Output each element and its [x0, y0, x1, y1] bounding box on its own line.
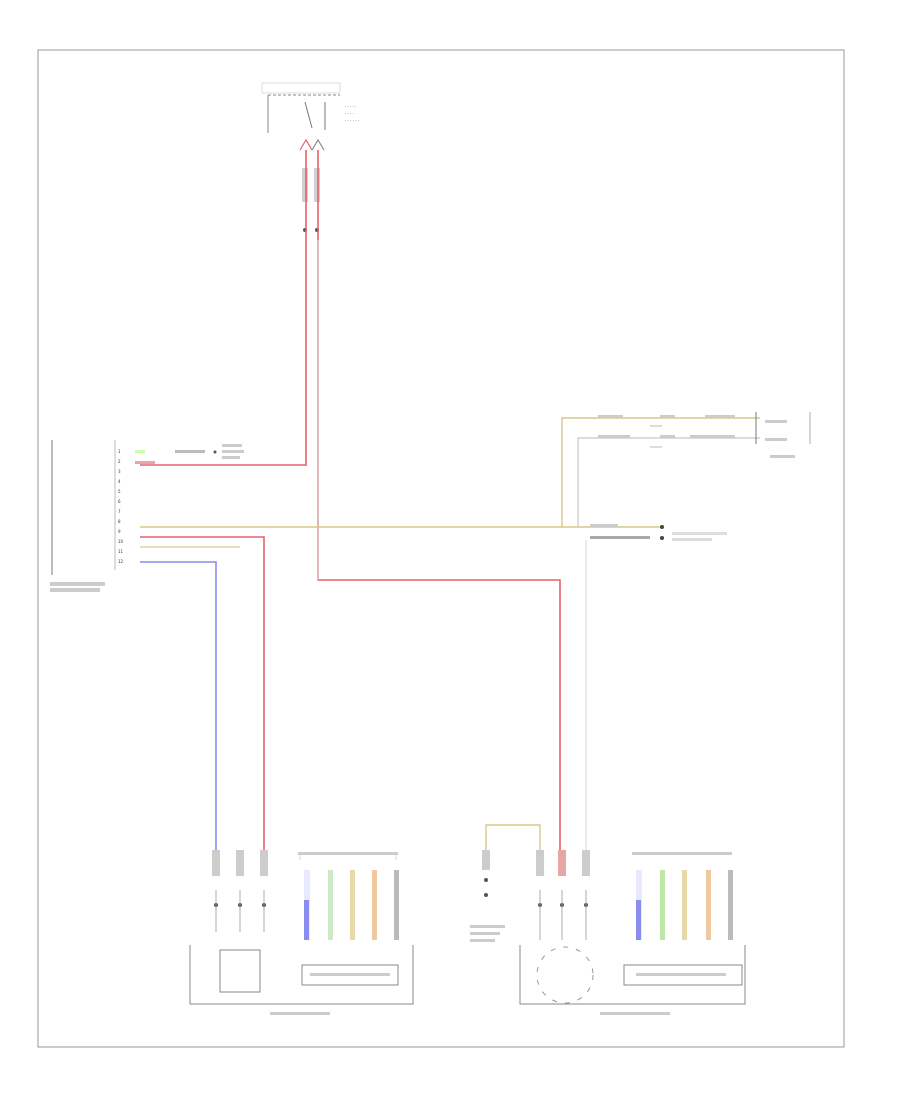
gray-wire-top	[317, 150, 561, 850]
blue-wire-left	[140, 561, 217, 850]
right-wire-tags	[590, 412, 811, 541]
svg-text:9: 9	[118, 529, 121, 534]
left-wire-tags	[135, 444, 244, 464]
svg-text:7: 7	[118, 509, 121, 514]
svg-text:· · · · · ·: · · · · · ·	[345, 118, 359, 123]
svg-text:8: 8	[118, 519, 121, 524]
svg-text:4: 4	[118, 479, 121, 484]
svg-text:10: 10	[118, 539, 124, 544]
right-mirror-assembly	[470, 824, 746, 1015]
svg-text:6: 6	[118, 499, 121, 504]
svg-text:12: 12	[118, 559, 124, 564]
svg-text:3: 3	[118, 469, 121, 474]
svg-text:2: 2	[118, 459, 121, 464]
yellow-wire-right-riser	[561, 417, 760, 527]
red-wire-top	[140, 150, 307, 466]
red-wire-left	[140, 536, 265, 850]
svg-text:5: 5	[118, 489, 121, 494]
gray-wire-right-branch	[577, 437, 760, 527]
svg-text:1: 1	[118, 449, 121, 454]
svg-text:· · · ·: · · · ·	[345, 111, 354, 116]
svg-text:11: 11	[118, 549, 124, 554]
svg-text:· · · · ·: · · · · ·	[345, 104, 356, 109]
left-connector-block: 1 2 3 4 5 6 7 8 9 10 11 12	[50, 440, 124, 592]
top-fuse-box: · · · · · · · · · · · · · · ·	[261, 82, 359, 133]
top-connector	[299, 138, 325, 232]
diagram-frame	[37, 49, 845, 1048]
left-mirror-assembly	[189, 850, 414, 1015]
